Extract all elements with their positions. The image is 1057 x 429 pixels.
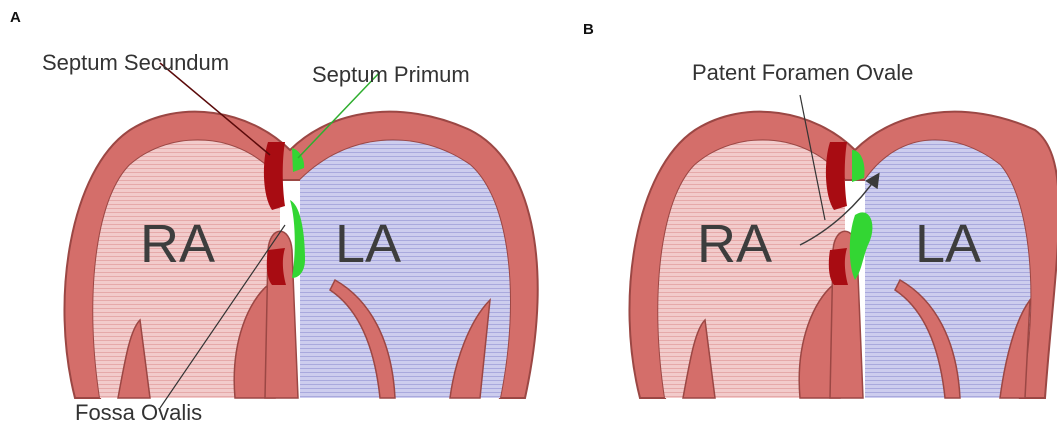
chamber-label-la-a: LA <box>335 214 401 274</box>
chamber-label-ra-b: RA <box>697 214 772 274</box>
label-septum-secundum: Septum Secundum <box>42 50 229 75</box>
chamber-label-la-b: LA <box>915 214 981 274</box>
panel-b: B RA LA Patent Foramen Ovale <box>583 21 1057 398</box>
panel-a: A RA LA Septum Secundum Sept <box>10 9 538 425</box>
label-patent-foramen-ovale: Patent Foramen Ovale <box>692 60 913 85</box>
panel-a-letter: A <box>10 9 21 26</box>
heart-b <box>629 112 1057 398</box>
chamber-label-ra-a: RA <box>140 214 215 274</box>
label-septum-primum: Septum Primum <box>312 62 470 87</box>
panel-b-letter: B <box>583 21 594 38</box>
label-fossa-ovalis: Fossa Ovalis <box>75 400 202 425</box>
